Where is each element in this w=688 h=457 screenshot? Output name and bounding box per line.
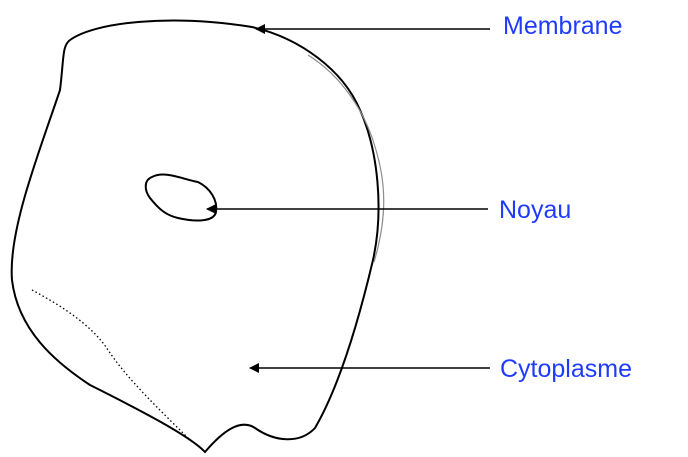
cell-membrane-outline: [10, 19, 380, 454]
membrane-label: Membrane: [503, 12, 623, 40]
noyau-label: Noyau: [499, 196, 572, 224]
secondary-outline: [307, 54, 385, 263]
dotted-line: [31, 289, 189, 439]
cytoplasme-label: Cytoplasme: [500, 355, 632, 383]
nucleus-outline: [144, 173, 218, 222]
